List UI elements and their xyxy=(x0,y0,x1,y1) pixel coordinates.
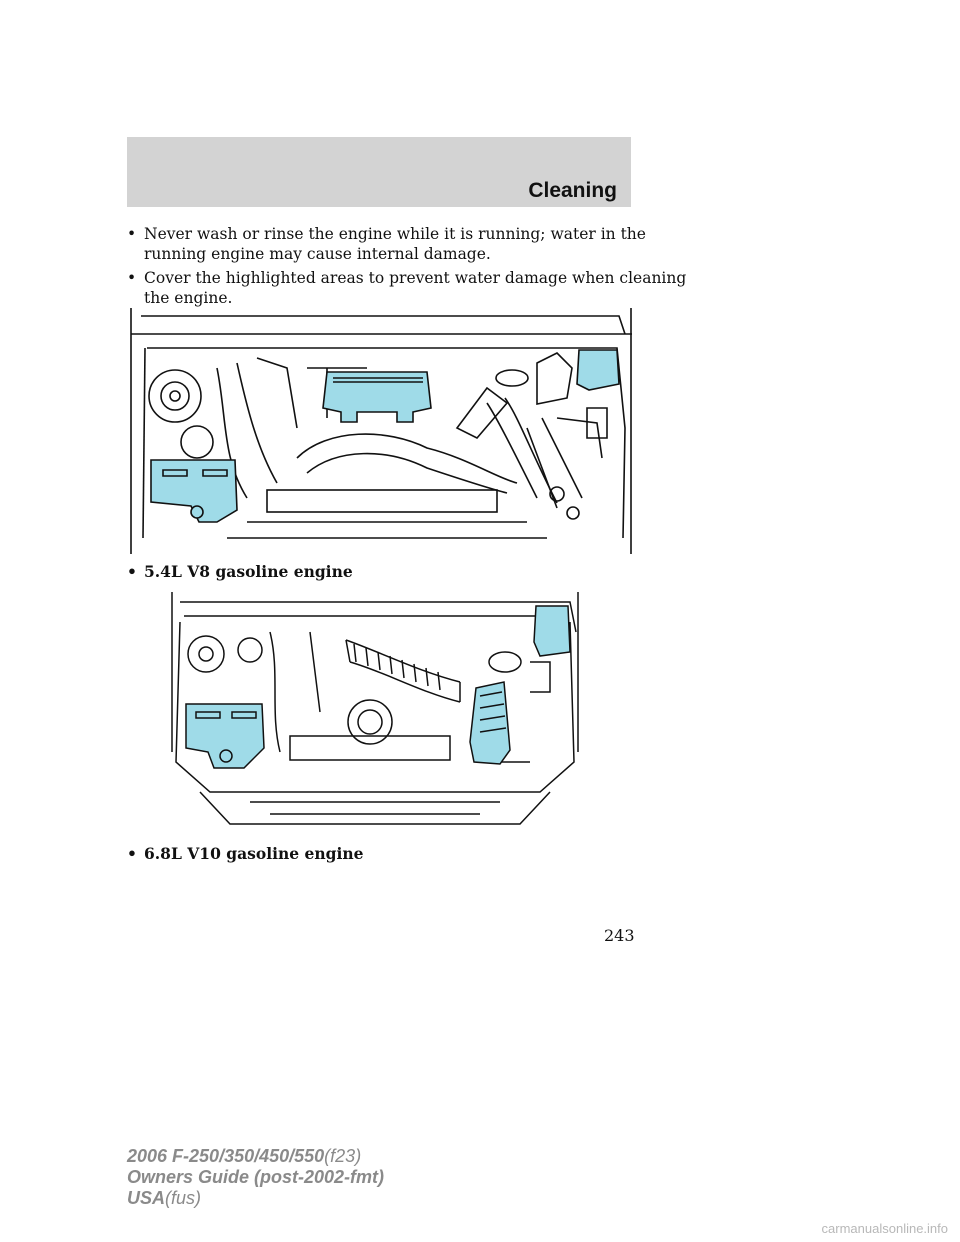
bullet-dot: • xyxy=(127,844,137,863)
bullet-text-line: Never wash or rinse the engine while it … xyxy=(144,225,646,243)
footer-line: 2006 F-250/350/450/550(f23) xyxy=(127,1146,384,1167)
list-item: • Never wash or rinse the engine while i… xyxy=(127,224,646,264)
footer-region: USA xyxy=(127,1188,166,1208)
fuse-box-highlight xyxy=(533,605,571,657)
section-title: Cleaning xyxy=(528,179,617,202)
battery-cover-highlight xyxy=(185,703,265,769)
list-item: • 6.8L V10 gasoline engine xyxy=(127,844,364,864)
bullet-text-line: Cover the highlighted areas to prevent w… xyxy=(144,269,687,287)
footer-guide: Owners Guide (post-2002-fmt) xyxy=(127,1167,385,1187)
bullet-dot: • xyxy=(127,562,137,581)
footer-line: Owners Guide (post-2002-fmt) xyxy=(127,1167,384,1188)
footer-model: 2006 F-250/350/450/550 xyxy=(127,1146,325,1166)
footer-line: USA(fus) xyxy=(127,1188,384,1209)
engine-diagram-v8 xyxy=(130,308,632,554)
fuse-box-highlight xyxy=(576,349,620,391)
bullet-text-line: the engine. xyxy=(144,289,233,307)
page-number: 243 xyxy=(604,926,635,945)
air-cleaner-highlight xyxy=(469,681,511,765)
watermark-text: carmanualsonline.info xyxy=(821,1221,948,1236)
document-footer: 2006 F-250/350/450/550(f23) Owners Guide… xyxy=(127,1146,384,1209)
footer-code: (fus) xyxy=(165,1188,202,1208)
air-cleaner-highlight xyxy=(322,371,432,423)
footer-code: (f23) xyxy=(324,1146,362,1166)
section-header: Cleaning xyxy=(127,137,631,207)
figure-caption: 5.4L V8 gasoline engine xyxy=(144,562,353,581)
bullet-dot: • xyxy=(127,269,137,287)
list-item: • 5.4L V8 gasoline engine xyxy=(127,562,353,582)
bullet-text-line: running engine may cause internal damage… xyxy=(144,245,491,263)
bullet-dot: • xyxy=(127,225,137,243)
figure-caption: 6.8L V10 gasoline engine xyxy=(144,844,364,863)
engine-diagram-v10 xyxy=(171,592,579,825)
list-item: • Cover the highlighted areas to prevent… xyxy=(127,268,686,308)
